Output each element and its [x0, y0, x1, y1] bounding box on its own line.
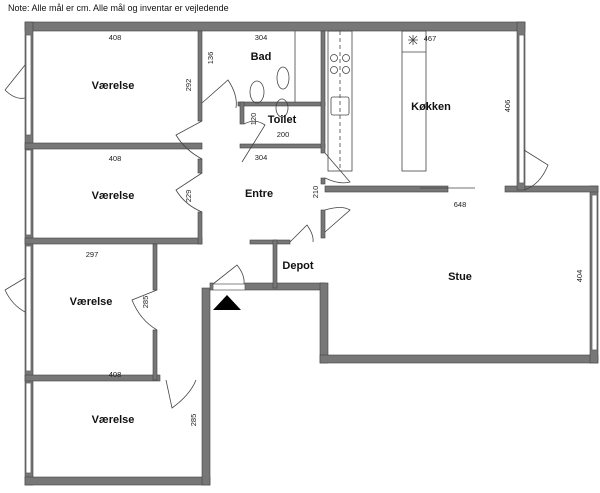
dimension-labels: 408 292 408 229 297 285 408 285 304 136 … — [86, 33, 584, 426]
dim-koekken-height: 406 — [503, 100, 512, 113]
lamp-icon — [408, 35, 418, 45]
room-vaerelse-2: Værelse — [92, 190, 135, 202]
stove-icon — [330, 54, 338, 62]
room-vaerelse-3: Værelse — [70, 296, 113, 308]
dim-v3-width: 297 — [86, 250, 99, 259]
doors — [4, 64, 549, 409]
room-stue: Stue — [448, 271, 472, 283]
dim-bad-width: 304 — [255, 33, 268, 42]
kitchen-island — [401, 30, 427, 172]
dim-toilet-width: 200 — [277, 130, 290, 139]
dim-toilet-height: 120 — [249, 113, 258, 126]
windows — [25, 34, 598, 474]
plan-note: Note: Alle mål er cm. Alle mål og invent… — [8, 3, 229, 13]
room-koekken: Køkken — [411, 101, 451, 113]
room-entre: Entre — [245, 188, 273, 200]
room-toilet: Toilet — [268, 114, 297, 126]
dim-v2-height: 229 — [184, 190, 193, 203]
dim-v3-height: 285 — [141, 296, 150, 309]
dim-v1-width: 408 — [109, 33, 122, 42]
entrance-marker-icon — [213, 295, 241, 310]
fixtures — [249, 30, 427, 172]
dim-v2-width: 408 — [109, 154, 122, 163]
dim-entre-width: 304 — [255, 153, 268, 162]
room-labels: Værelse Værelse Værelse Værelse Bad Toil… — [70, 51, 472, 426]
sink-bad-icon — [249, 80, 265, 104]
dim-v4-width: 408 — [109, 370, 122, 379]
dim-stue-height: 404 — [575, 270, 584, 283]
toilet-icon — [275, 98, 289, 118]
room-vaerelse-1: Værelse — [92, 80, 135, 92]
kitchen-sink-icon — [330, 96, 350, 116]
room-depot: Depot — [282, 260, 314, 272]
dim-v4-height: 285 — [189, 414, 198, 427]
dim-bad-height: 136 — [206, 52, 215, 65]
room-vaerelse-4: Værelse — [92, 414, 135, 426]
dim-entre-height: 210 — [311, 186, 320, 199]
dim-koekken-width: 467 — [424, 34, 437, 43]
dim-v1-height: 292 — [184, 79, 193, 92]
room-bad: Bad — [251, 51, 272, 63]
dim-stue-width: 648 — [454, 200, 467, 209]
toilet-bad-icon — [276, 66, 290, 90]
